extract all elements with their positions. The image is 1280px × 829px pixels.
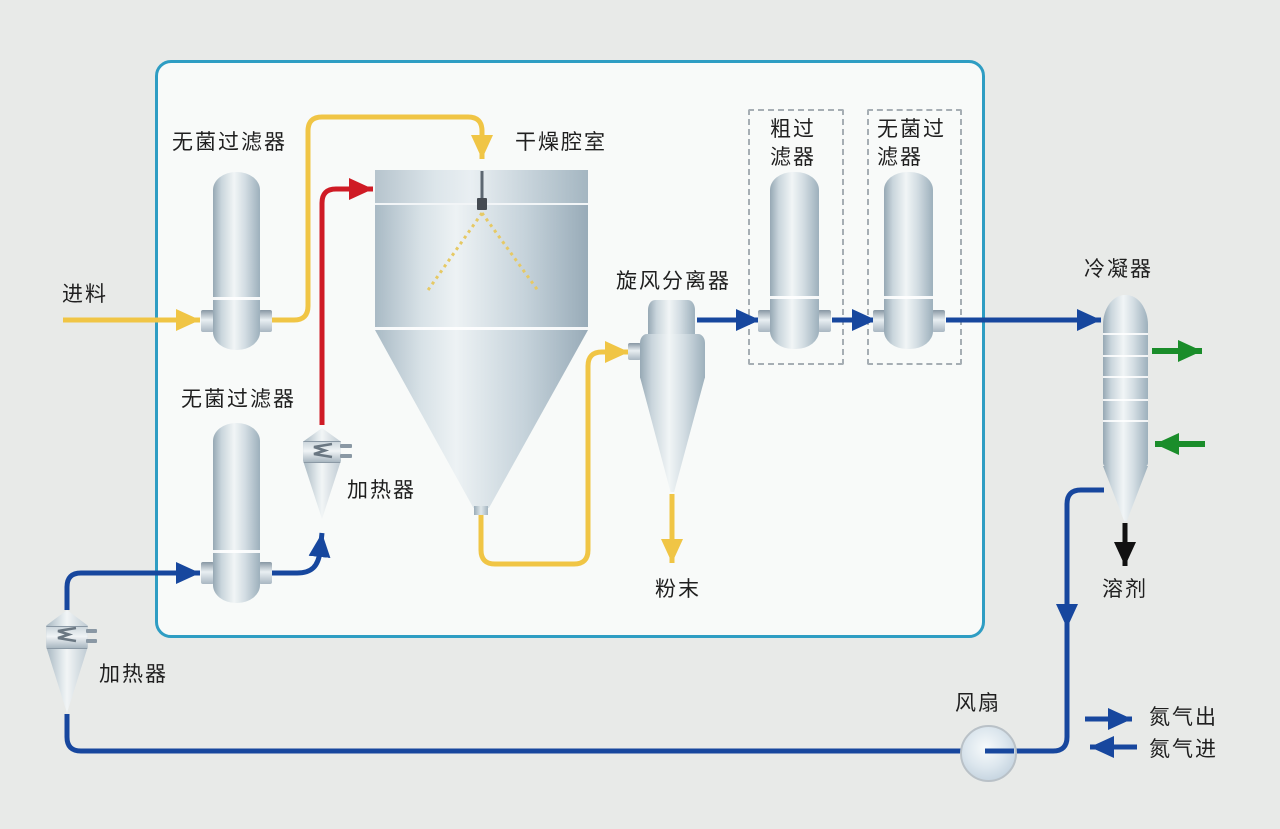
- drying-chamber-label: 干燥腔室: [515, 131, 607, 154]
- heating-element-icon: [57, 626, 77, 643]
- heating-element-icon: [313, 442, 333, 459]
- cyclone-inlet-port: [628, 343, 641, 360]
- condenser-body: [1103, 295, 1148, 467]
- coarse-filter-label: 粗过 滤器: [770, 118, 816, 169]
- powder-label: 粉末: [655, 578, 701, 601]
- drying-chamber-body: [375, 170, 588, 330]
- heater-fitting: [340, 454, 352, 458]
- sterile-filter-top-vessel: [213, 172, 260, 350]
- feed-label: 进料: [62, 283, 108, 306]
- filter-port: [818, 310, 831, 332]
- coarse-filter-vessel: [770, 172, 819, 349]
- condenser-cone: [1103, 466, 1148, 521]
- cyclone-label: 旋风分离器: [616, 270, 731, 293]
- filter-port: [932, 310, 945, 332]
- filter-port: [259, 310, 272, 332]
- coarse-filter-dashed-box: [748, 109, 844, 365]
- filter-port: [201, 562, 214, 584]
- filter-port: [201, 310, 214, 332]
- nitrogen-in-label: 氮气进: [1149, 738, 1218, 761]
- heater-fitting: [86, 629, 97, 633]
- fan-circle: [960, 725, 1017, 782]
- sterile-filter-top-label: 无菌过滤器: [172, 131, 287, 154]
- cyclone-body: [640, 334, 705, 379]
- inner-heater-label: 加热器: [347, 479, 416, 502]
- heater-fitting: [340, 444, 352, 448]
- chamber-top-band: [375, 170, 588, 205]
- nitrogen-out-label: 氮气出: [1149, 706, 1218, 729]
- sterile-filter-right-vessel: [884, 172, 933, 349]
- filter-port: [259, 562, 272, 584]
- filter-port: [873, 310, 886, 332]
- sterile-filter-bottom-label: 无菌过滤器: [181, 388, 296, 411]
- solvent-label: 溶剂: [1102, 578, 1148, 601]
- condenser-down-pipe: [1056, 487, 1104, 628]
- sterile-filter-right-label: 无菌过 滤器: [877, 118, 946, 169]
- cyclone-top-cylinder: [648, 300, 695, 336]
- sterile-filter-right-dashed-box: [867, 109, 962, 365]
- sterile-filter-bottom-vessel: [213, 423, 260, 603]
- outer-heater-label: 加热器: [99, 663, 168, 686]
- condenser-label: 冷凝器: [1084, 258, 1153, 281]
- heater-fitting: [86, 639, 97, 643]
- fan-label: 风扇: [955, 692, 1001, 715]
- return-pipe-to-heater: [64, 628, 1070, 754]
- filter-port: [758, 310, 771, 332]
- chamber-outlet-stub: [474, 506, 488, 515]
